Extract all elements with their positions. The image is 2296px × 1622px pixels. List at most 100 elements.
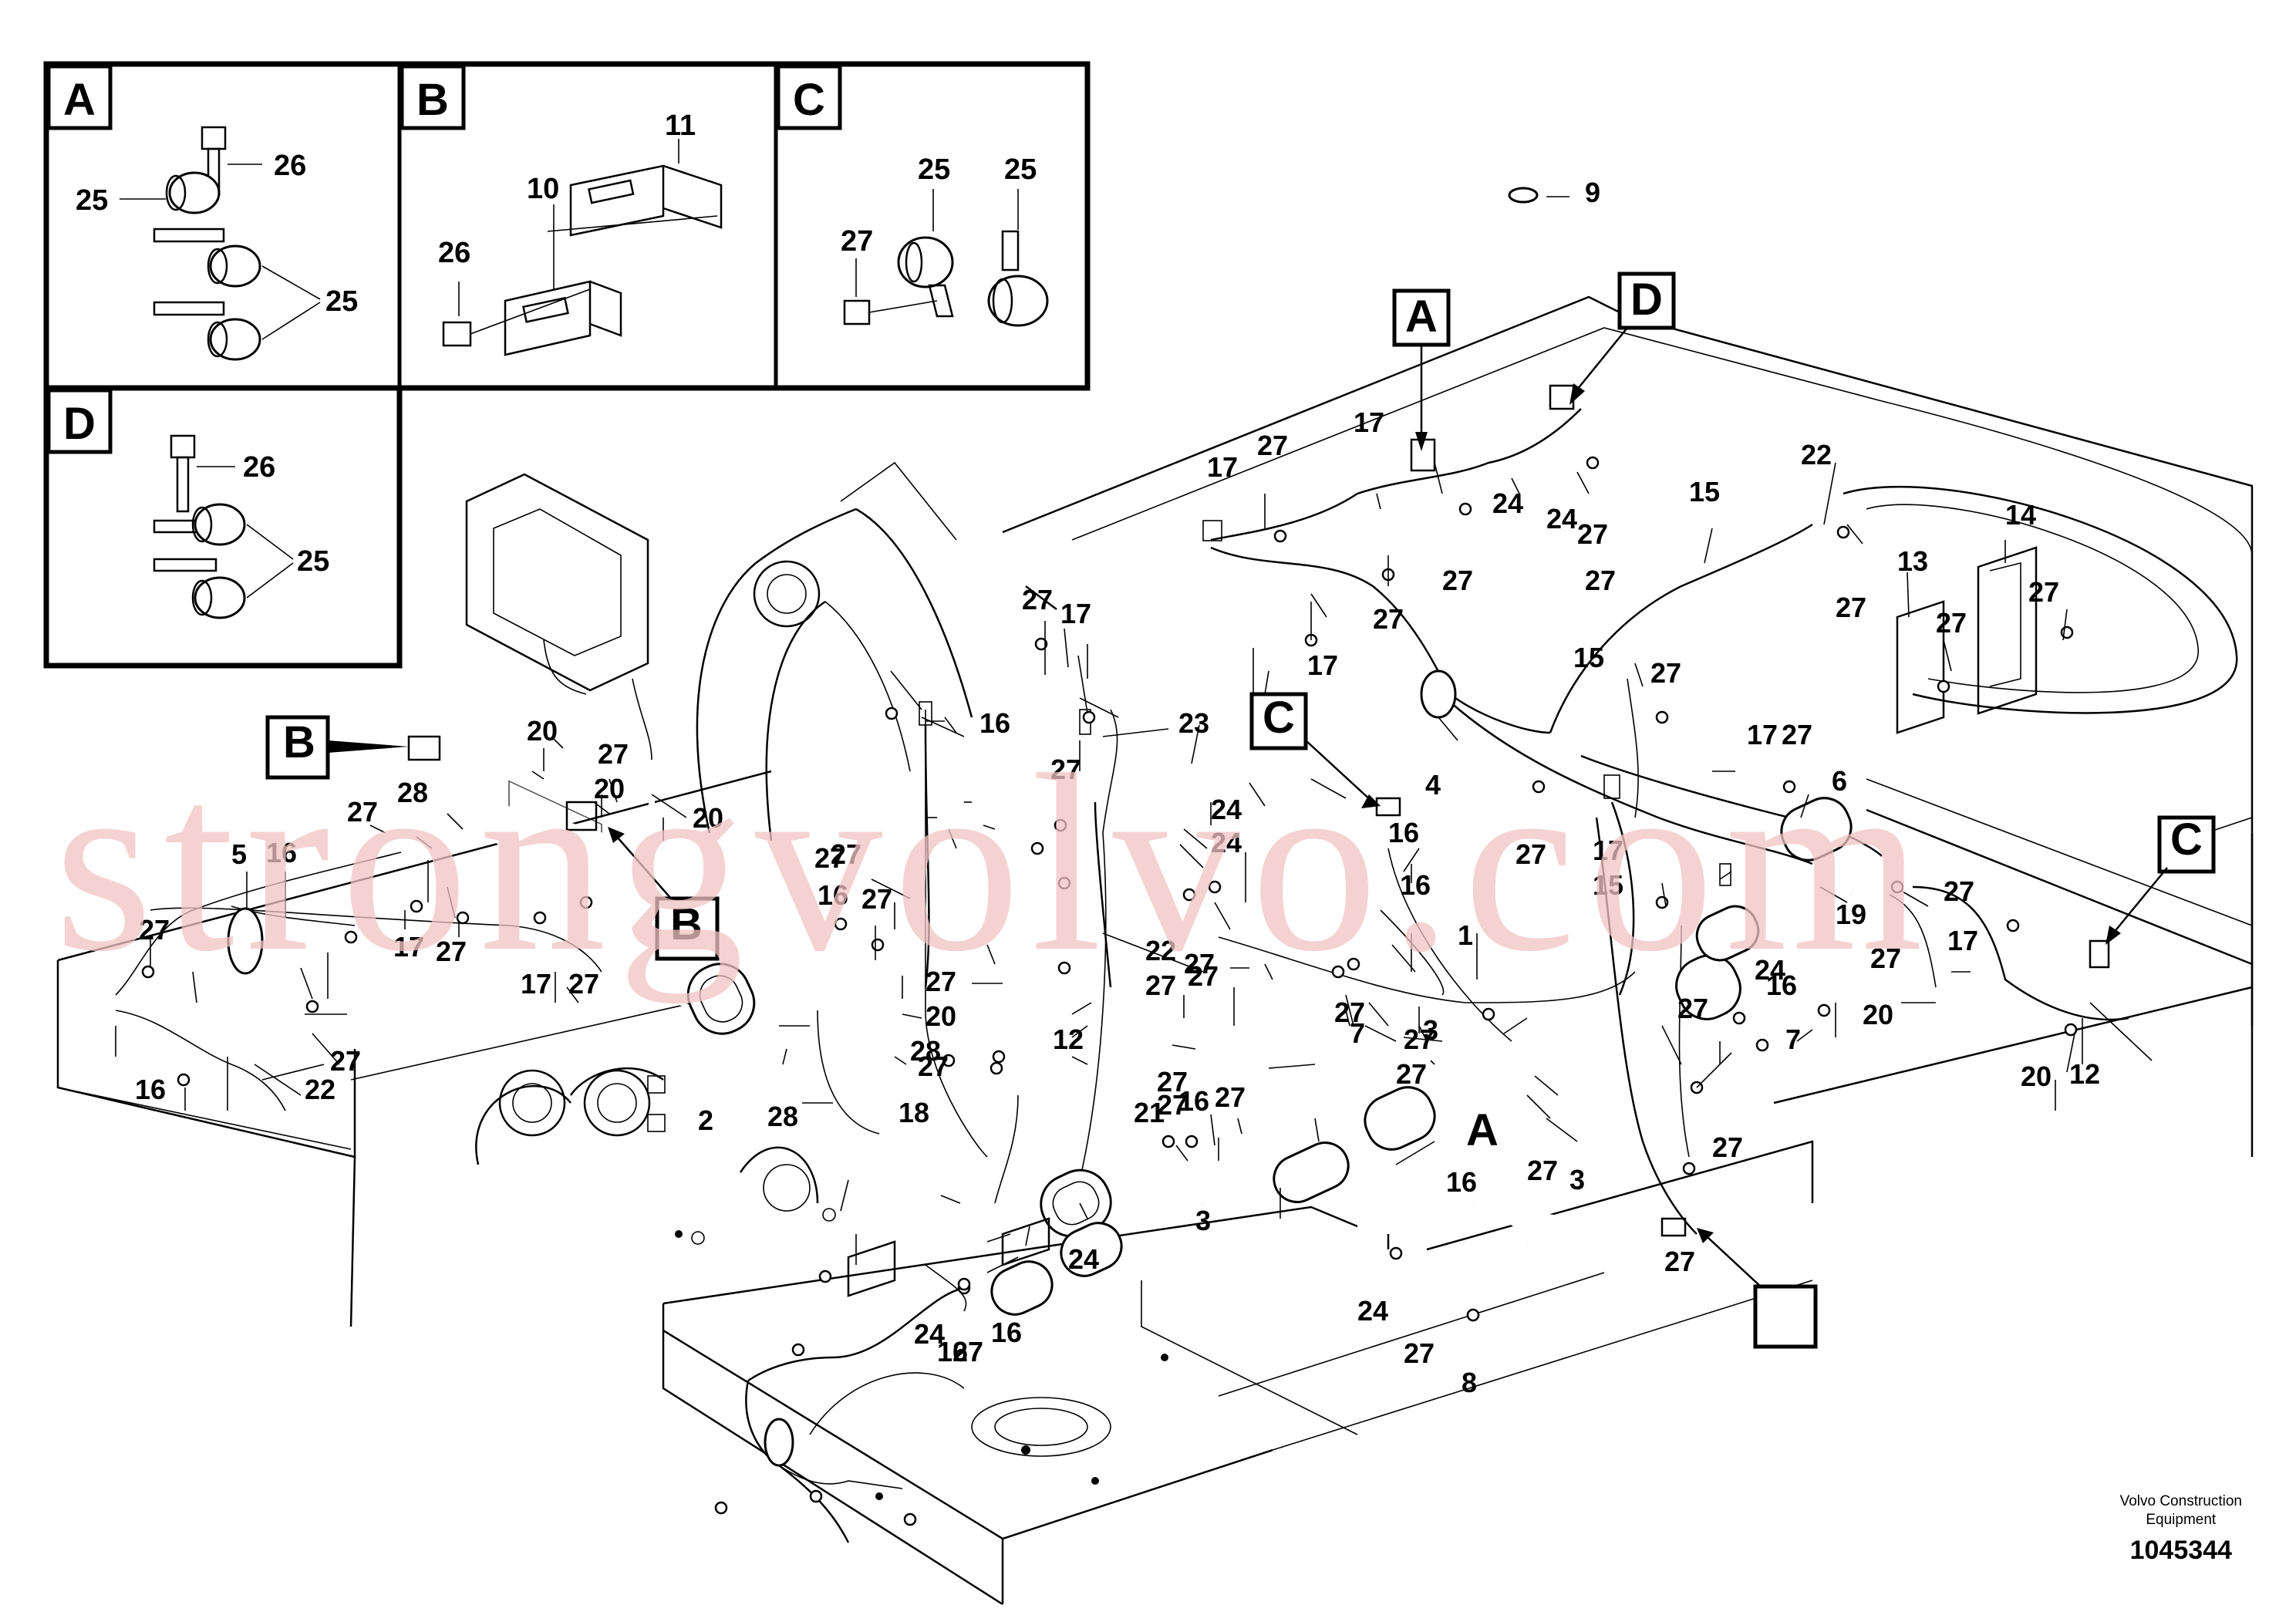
callout-label: 27 bbox=[436, 936, 467, 967]
callout-label: 3 bbox=[1569, 1164, 1585, 1195]
callout-label: 27 bbox=[1373, 603, 1404, 635]
inset-b-drawing: 11 10 26 bbox=[438, 110, 723, 356]
callout-label: 17 bbox=[393, 931, 424, 963]
callout-label: 27 bbox=[1145, 969, 1176, 1001]
svg-text:27: 27 bbox=[841, 225, 873, 258]
callout-label: 27 bbox=[347, 796, 378, 828]
harness-routing bbox=[115, 408, 2129, 1543]
callout-label: 27 bbox=[1022, 584, 1053, 615]
callout-label: 27 bbox=[831, 838, 861, 870]
main-callout-boxes bbox=[265, 271, 2216, 1349]
callout-label: 27 bbox=[1257, 430, 1288, 461]
callout-label: 27 bbox=[1157, 1066, 1188, 1098]
callout-label: 24 bbox=[1211, 827, 1242, 858]
callout-label: 8 bbox=[1462, 1367, 1477, 1398]
callout-label: 24 bbox=[914, 1318, 945, 1350]
callout-label: 27 bbox=[1585, 565, 1616, 596]
callout-label: 24 bbox=[1357, 1295, 1388, 1327]
inset-d-drawing: 26 25 bbox=[153, 434, 329, 619]
callout-label: 17 bbox=[1947, 925, 1978, 956]
callout-label: 27 bbox=[1677, 993, 1708, 1024]
callout-label: B bbox=[670, 899, 703, 949]
callout-label: 27 bbox=[1157, 1089, 1188, 1121]
callout-box-b-left bbox=[265, 715, 409, 780]
callout-label: 22 bbox=[305, 1074, 335, 1105]
callout-label: 17 bbox=[1307, 649, 1338, 681]
callout-label: 16 bbox=[1178, 1085, 1209, 1117]
callout-label: 24 bbox=[1755, 954, 1785, 986]
callout-label: 27 bbox=[330, 1045, 361, 1077]
callout-label: A bbox=[1405, 292, 1438, 342]
callout-box-a-top bbox=[1392, 288, 1451, 451]
callout-label: 16 bbox=[991, 1317, 1022, 1348]
callout-label: 20 bbox=[1863, 999, 1893, 1030]
callout-box-c-right bbox=[2106, 815, 2216, 945]
callout-label: 1 bbox=[1458, 919, 1473, 951]
footer-block: Volvo Construction Equipment 1045344 bbox=[2120, 1492, 2242, 1566]
callout-label: 23 bbox=[1178, 707, 1209, 739]
callout-label: 27 bbox=[1404, 1023, 1435, 1055]
callout-label: 22 bbox=[1145, 935, 1176, 966]
callout-label: 16 bbox=[266, 837, 297, 868]
callout-label: 28 bbox=[910, 1035, 941, 1067]
callout-label: 27 bbox=[1782, 719, 1812, 750]
svg-text:25: 25 bbox=[76, 184, 108, 217]
svg-text:25: 25 bbox=[297, 545, 329, 578]
svg-text:D: D bbox=[63, 399, 96, 449]
callout-label: 21 bbox=[1134, 1097, 1165, 1128]
callout-label: 24 bbox=[1492, 487, 1523, 519]
callout-label: 15 bbox=[1689, 476, 1720, 508]
svg-text:B: B bbox=[416, 75, 449, 125]
callout-label: 22 bbox=[1801, 439, 1832, 470]
callout-label: 20 bbox=[925, 1000, 956, 1032]
callout-label: 27 bbox=[952, 1336, 983, 1367]
svg-text:25: 25 bbox=[325, 285, 358, 318]
svg-text:26: 26 bbox=[438, 237, 470, 269]
callout-label: 27 bbox=[1712, 1131, 1743, 1163]
callout-label: 19 bbox=[1836, 899, 1866, 930]
callout-label: 18 bbox=[899, 1097, 929, 1128]
callout-label: 2 bbox=[698, 1104, 713, 1136]
callout-label: 27 bbox=[814, 842, 845, 874]
callout-label: 16 bbox=[1766, 969, 1797, 1001]
callout-label: 17 bbox=[1593, 835, 1623, 866]
brand-line-2: Equipment bbox=[2146, 1512, 2217, 1528]
callout-label: 27 bbox=[1215, 1081, 1246, 1113]
callout-label: 16 bbox=[937, 1336, 968, 1367]
callout-label: 16 bbox=[818, 879, 848, 911]
connectors bbox=[407, 384, 2110, 1237]
callout-label: 15 bbox=[1573, 642, 1604, 673]
callout-label: 12 bbox=[1053, 1023, 1084, 1055]
callout-label: 28 bbox=[767, 1101, 798, 1132]
callout-label: 6 bbox=[1832, 765, 1847, 797]
callout-label: 27 bbox=[1334, 996, 1365, 1028]
svg-text:25: 25 bbox=[1004, 153, 1037, 186]
callout-label: 27 bbox=[1515, 838, 1546, 870]
callout-label: 13 bbox=[1897, 545, 1928, 577]
callout-label: 12 bbox=[2069, 1058, 2100, 1090]
callout-label: 27 bbox=[1184, 948, 1215, 980]
svg-text:C: C bbox=[793, 75, 825, 125]
callout-label: 27 bbox=[1404, 1337, 1435, 1369]
brackets bbox=[847, 520, 2038, 1297]
inset-label-d: D bbox=[46, 388, 113, 454]
callout-label: 16 bbox=[135, 1074, 166, 1105]
grommets bbox=[227, 187, 1853, 1467]
callout-label: 27 bbox=[925, 966, 956, 997]
callout-label: 9 bbox=[1585, 177, 1600, 208]
callout-label: 20 bbox=[693, 802, 723, 834]
callout-box-c-mid bbox=[1249, 692, 1381, 808]
callout-label: 28 bbox=[397, 777, 428, 808]
callout-label: 27 bbox=[2028, 576, 2059, 608]
svg-text:A: A bbox=[63, 75, 96, 125]
callout-label: 16 bbox=[1446, 1166, 1477, 1198]
callout-label: 27 bbox=[1050, 754, 1081, 785]
callout-label: 27 bbox=[1836, 592, 1866, 623]
frame-outline bbox=[56, 295, 2254, 1606]
inset-a-drawing: 25 26 25 bbox=[76, 126, 358, 361]
callout-label: 27 bbox=[1527, 1155, 1558, 1186]
callout-box-a-bottom bbox=[1697, 1228, 1818, 1349]
svg-text:11: 11 bbox=[665, 110, 696, 142]
